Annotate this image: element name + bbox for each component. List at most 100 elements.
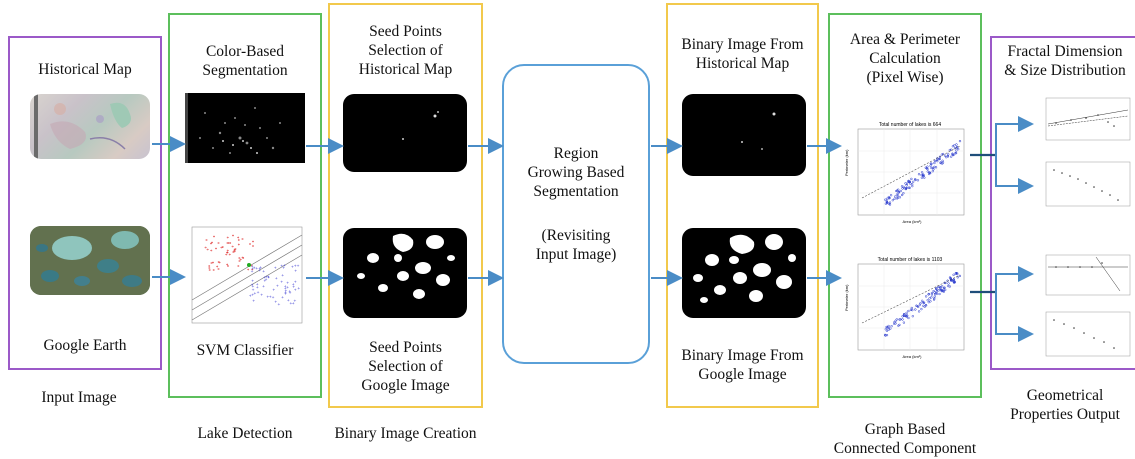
svg-text:*: * [210, 263, 213, 268]
svg-text:*: * [251, 269, 254, 274]
svg-text:+: + [285, 290, 288, 295]
svg-text:*: * [226, 242, 229, 247]
svg-text:*: * [213, 236, 216, 241]
svg-text:*: * [218, 262, 221, 267]
svg-text:+: + [284, 285, 287, 290]
google-earth-label: Google Earth [43, 337, 127, 354]
svg-text:*: * [234, 249, 237, 254]
svg-text:+: + [292, 283, 295, 288]
svg-text:+: + [294, 270, 297, 275]
binary-google-thumbnail [682, 228, 806, 318]
svm-classifier-plot: ****************************************… [184, 225, 304, 329]
svg-text:*: * [250, 265, 253, 270]
svg-text:+: + [256, 283, 259, 288]
svg-text:+: + [286, 286, 289, 291]
seed-points-historical-label: Seed Points Selection of Historical Map [358, 23, 453, 78]
svg-text:*: * [211, 242, 214, 247]
svg-text:+: + [290, 302, 293, 307]
binary-output-box [666, 3, 819, 408]
area-perimeter-label: Area & Perimeter Calculation (Pixel Wise… [849, 31, 961, 86]
svg-text:+: + [281, 296, 284, 301]
svg-text:*: * [238, 261, 241, 266]
region-growing-label: Region Growing Based Segmentation [527, 145, 625, 200]
svg-text:+: + [284, 291, 287, 296]
svg-text:*: * [239, 259, 242, 264]
svg-text:+: + [289, 292, 292, 297]
svg-text:+: + [265, 276, 268, 281]
binary-image-creation-box [328, 3, 483, 408]
svg-text:*: * [215, 248, 218, 253]
binary-historical-thumbnail [682, 94, 806, 176]
svg-text:*: * [210, 243, 213, 248]
binary-google-label: Binary Image From Google Image [681, 347, 804, 383]
svg-text:+: + [259, 266, 262, 271]
svg-text:*: * [238, 244, 241, 249]
color-segmentation-thumbnail [185, 93, 305, 163]
svg-text:+: + [262, 270, 265, 275]
svg-text:*: * [218, 262, 221, 267]
svg-text:+: + [292, 302, 295, 307]
plot2-title: Total number of lakes is 1103 [878, 257, 943, 263]
area-perimeter-plot-historical: Total number of lakes is 664 Perimeter (… [840, 118, 968, 226]
svg-text:+: + [269, 296, 272, 301]
svg-text:*: * [226, 264, 229, 269]
svg-text:+: + [284, 287, 287, 292]
svg-text:*: * [228, 243, 231, 248]
svg-text:*: * [227, 265, 230, 270]
svg-text:+: + [263, 276, 266, 281]
svg-text:+: + [251, 294, 254, 299]
graph-cc-box [828, 13, 982, 398]
svg-text:+: + [280, 264, 283, 269]
svg-text:+: + [294, 281, 297, 286]
svg-text:*: * [209, 270, 212, 275]
svg-text:+: + [288, 290, 291, 295]
svg-text:+: + [252, 285, 255, 290]
svg-text:+: + [260, 294, 263, 299]
svg-text:+: + [251, 268, 254, 273]
region-growing-box [502, 64, 650, 364]
svg-text:*: * [242, 258, 245, 263]
svg-text:*: * [213, 270, 216, 275]
svg-text:Area (km²): Area (km²) [903, 354, 923, 359]
svg-text:+: + [294, 288, 297, 293]
svg-text:+: + [272, 289, 275, 294]
svg-text:+: + [252, 299, 255, 304]
svg-text:*: * [227, 237, 230, 242]
svg-text:+: + [254, 292, 257, 297]
svg-text:+: + [267, 276, 270, 281]
fractal-plot-3 [1036, 253, 1132, 303]
revisiting-input-label: (Revisiting Input Image) [535, 227, 617, 263]
svg-text:+: + [276, 284, 279, 289]
svg-text:+: + [258, 269, 261, 274]
svg-text:+: + [249, 294, 252, 299]
svg-text:*: * [249, 244, 252, 249]
svg-text:+: + [284, 293, 287, 298]
svg-text:+: + [256, 286, 259, 291]
input-image-box [8, 36, 162, 370]
svg-text:*: * [252, 241, 255, 246]
svg-text:*: * [225, 254, 228, 259]
svg-text:*: * [234, 249, 237, 254]
svg-text:+: + [278, 303, 281, 308]
svg-text:*: * [232, 235, 235, 240]
svg-text:+: + [275, 277, 278, 282]
svg-text:*: * [217, 268, 220, 273]
svg-text:+: + [251, 284, 254, 289]
svg-text:*: * [238, 240, 241, 245]
graph-cc-caption: Graph Based Connected Component [833, 421, 977, 457]
fractal-dimension-label: Fractal Dimension & Size Distribution [1004, 43, 1126, 79]
svg-text:Area (km²): Area (km²) [903, 219, 923, 224]
svg-text:+: + [266, 295, 269, 300]
svg-text:+: + [294, 264, 297, 269]
svg-text:+: + [281, 274, 284, 279]
svg-text:*: * [220, 247, 223, 252]
svg-text:+: + [265, 278, 268, 283]
svg-text:*: * [216, 266, 219, 271]
svg-text:Perimeter (km): Perimeter (km) [844, 284, 849, 311]
svg-text:+: + [274, 267, 277, 272]
svg-text:*: * [217, 243, 220, 248]
svg-text:*: * [231, 246, 234, 251]
svg-text:+: + [267, 276, 270, 281]
svg-text:+: + [274, 301, 277, 306]
svg-text:*: * [241, 239, 244, 244]
